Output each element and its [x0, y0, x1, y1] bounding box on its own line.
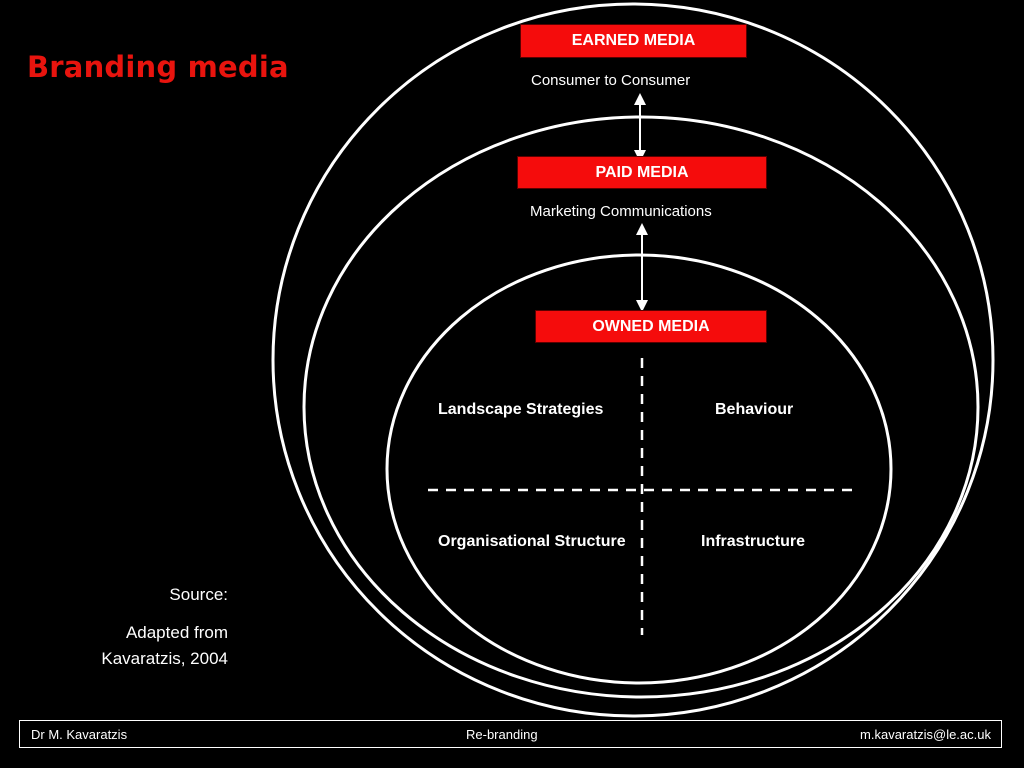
footer-topic: Re-branding [466, 727, 538, 742]
slide-title: Branding media [27, 50, 289, 84]
paid-media-box: PAID MEDIA [517, 156, 767, 189]
source-line-2: Kavaratzis, 2004 [101, 649, 228, 668]
quadrant-top-right: Behaviour [715, 401, 794, 418]
quadrant-bottom-left: Organisational Structure [438, 533, 626, 550]
earned-media-ring [271, 2, 995, 718]
quadrant-bottom-right: Infrastructure [701, 533, 806, 550]
source-heading: Source: [169, 585, 228, 604]
earned-media-description: Consumer to Consumer [531, 72, 691, 89]
earned-media-box: EARNED MEDIA [520, 24, 747, 58]
paid-media-description: Marketing Communications [530, 203, 712, 220]
footer-email: m.kavaratzis@le.ac.uk [860, 727, 991, 742]
owned-media-box: OWNED MEDIA [535, 310, 767, 343]
footer-author: Dr M. Kavaratzis [31, 727, 128, 742]
quadrant-top-left: Landscape Strategies [438, 401, 604, 418]
source-line-1: Adapted from [125, 623, 228, 642]
footer-bar: Dr M. Kavaratzis Re-branding m.kavaratzi… [19, 720, 1002, 748]
